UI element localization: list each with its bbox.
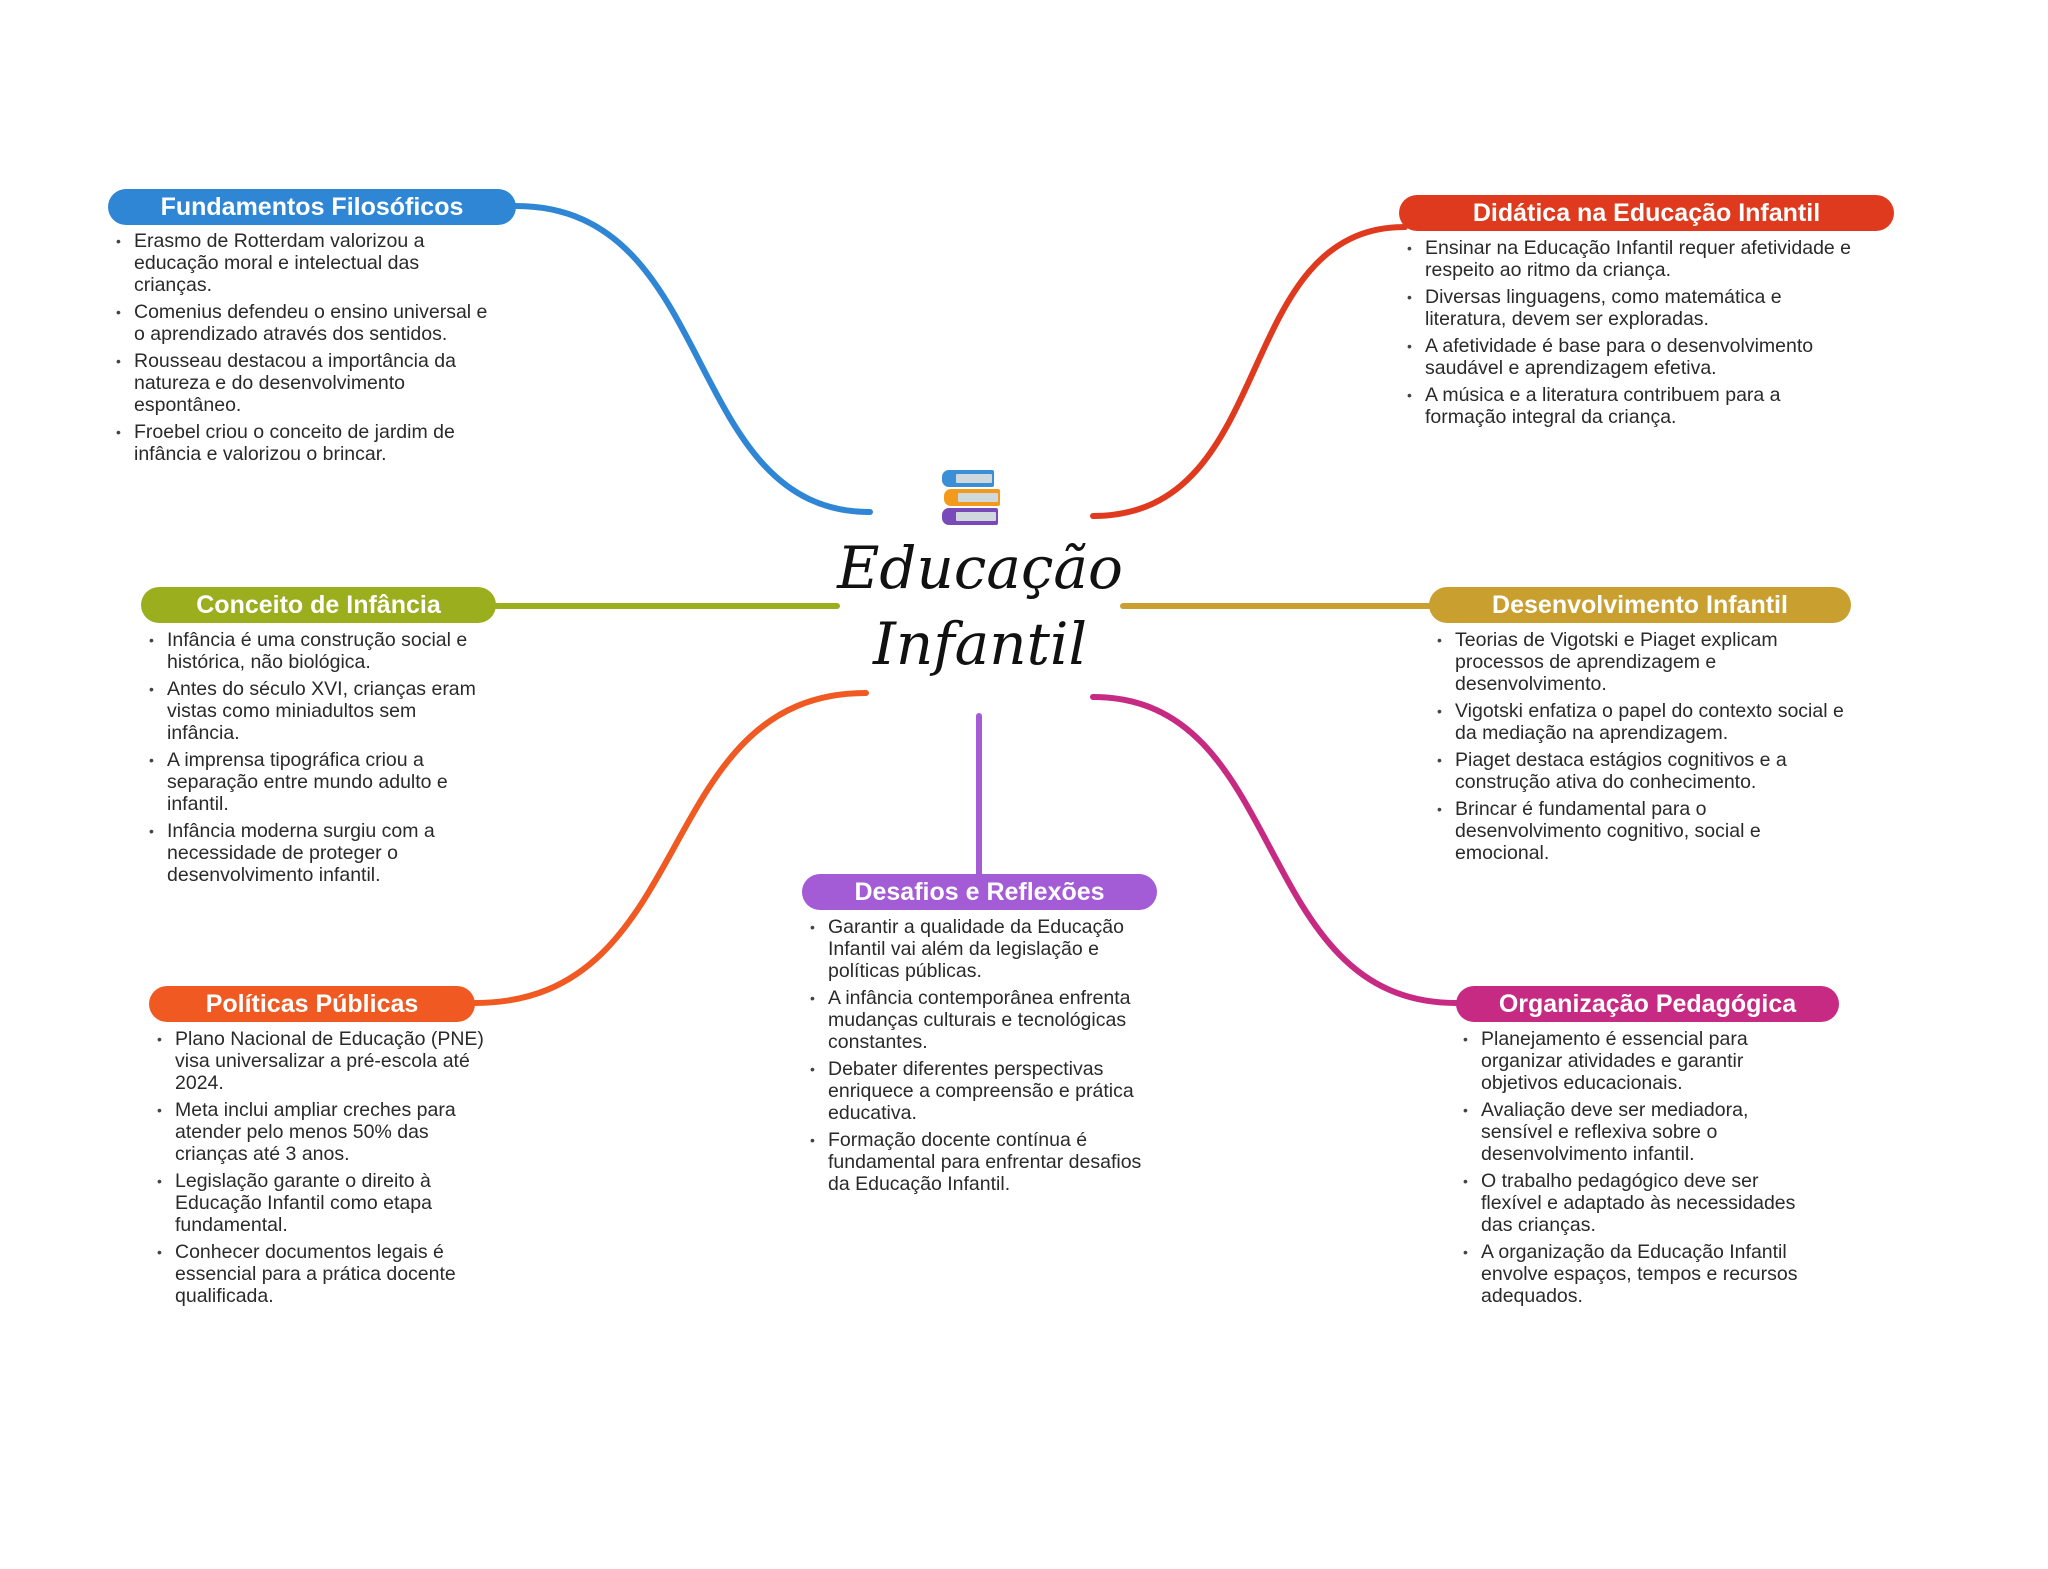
bullet-item: Diversas linguagens, como matemática e l… (1407, 286, 1862, 330)
branch-title: Desenvolvimento Infantil (1429, 587, 1851, 623)
bullet-item: A infância contemporânea enfrenta mudanç… (810, 987, 1150, 1053)
bullet-item: Formação docente contínua é fundamental … (810, 1129, 1150, 1195)
bullet-item: Infância moderna surgiu com a necessidad… (149, 820, 489, 886)
bullet-item: Planejamento é essencial para organizar … (1463, 1028, 1823, 1094)
branch-bullet-list: Plano Nacional de Educação (PNE) visa un… (157, 1028, 492, 1312)
branch-bullet-list: Erasmo de Rotterdam valorizou a educação… (116, 230, 491, 470)
branch-title: Conceito de Infância (141, 587, 496, 623)
branch-title: Fundamentos Filosóficos (108, 189, 516, 225)
connector-politicas (472, 690, 869, 1006)
branch-bullet-list: Planejamento é essencial para organizar … (1463, 1028, 1823, 1312)
bullet-item: Meta inclui ampliar creches para atender… (157, 1099, 492, 1165)
bullet-item: Rousseau destacou a importância da natur… (116, 350, 491, 416)
bullet-item: Avaliação deve ser mediadora, sensível e… (1463, 1099, 1823, 1165)
branch-title: Políticas Públicas (149, 986, 475, 1022)
branch-bullet-list: Garantir a qualidade da Educação Infanti… (810, 916, 1150, 1200)
bullet-item: A organização da Educação Infantil envol… (1463, 1241, 1823, 1307)
branch-bullet-list: Teorias de Vigotski e Piaget explicam pr… (1437, 629, 1857, 869)
bullet-item: Legislação garante o direito à Educação … (157, 1170, 492, 1236)
bullet-item: Brincar é fundamental para o desenvolvim… (1437, 798, 1857, 864)
central-topic-line2: Infantil (872, 610, 1088, 678)
bullet-item: Debater diferentes perspectivas enriquec… (810, 1058, 1150, 1124)
bullet-item: O trabalho pedagógico deve ser flexível … (1463, 1170, 1823, 1236)
bullet-item: Plano Nacional de Educação (PNE) visa un… (157, 1028, 492, 1094)
connector-organizacao (1090, 694, 1459, 1006)
bullet-item: Infância é uma construção social e histó… (149, 629, 489, 673)
bullet-item: Erasmo de Rotterdam valorizou a educação… (116, 230, 491, 296)
connector-didatica (1090, 224, 1408, 519)
bullet-item: Garantir a qualidade da Educação Infanti… (810, 916, 1150, 982)
connector-fundamentos (513, 203, 873, 515)
branch-title: Didática na Educação Infantil (1399, 195, 1894, 231)
central-topic-line1: Educação (837, 534, 1123, 602)
central-topic: Educação Infantil (830, 530, 1130, 682)
bullet-item: Ensinar na Educação Infantil requer afet… (1407, 237, 1862, 281)
branch-bullet-list: Ensinar na Educação Infantil requer afet… (1407, 237, 1862, 433)
bullet-item: Comenius defendeu o ensino universal e o… (116, 301, 491, 345)
branch-title: Organização Pedagógica (1456, 986, 1839, 1022)
bullet-item: A afetividade é base para o desenvolvime… (1407, 335, 1862, 379)
bullet-item: Conhecer documentos legais é essencial p… (157, 1241, 492, 1307)
bullet-item: Froebel criou o conceito de jardim de in… (116, 421, 491, 465)
bullet-item: Vigotski enfatiza o papel do contexto so… (1437, 700, 1857, 744)
bullet-item: Piaget destaca estágios cognitivos e a c… (1437, 749, 1857, 793)
branch-bullet-list: Infância é uma construção social e histó… (149, 629, 489, 891)
books-icon (940, 468, 1002, 528)
bullet-item: Teorias de Vigotski e Piaget explicam pr… (1437, 629, 1857, 695)
bullet-item: A música e a literatura contribuem para … (1407, 384, 1862, 428)
branch-title: Desafios e Reflexões (802, 874, 1157, 910)
bullet-item: Antes do século XVI, crianças eram vista… (149, 678, 489, 744)
bullet-item: A imprensa tipográfica criou a separação… (149, 749, 489, 815)
